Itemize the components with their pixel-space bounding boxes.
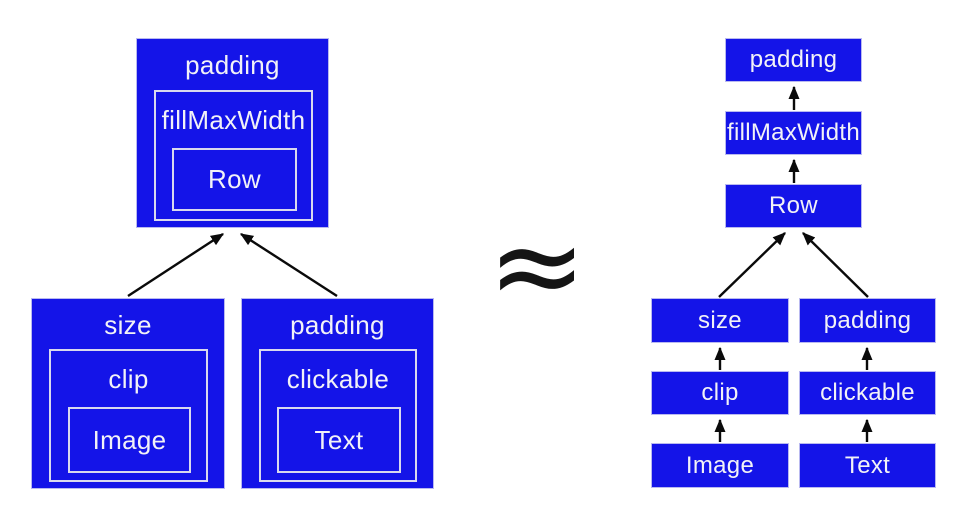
nested-box-image-label: Image	[92, 424, 167, 455]
nested-box-clip-label: clip	[108, 363, 149, 394]
nested-box-text-label: Text	[314, 424, 364, 455]
nested-box-padding-child: padding clickable Text	[241, 298, 434, 489]
nested-box-text: Text	[277, 407, 401, 473]
nested-box-image: Image	[68, 407, 191, 473]
flat-box-fillmaxwidth: fillMaxWidth	[725, 111, 862, 155]
nested-box-clickable: clickable Text	[259, 349, 417, 482]
arrow-size-to-row	[718, 232, 786, 298]
nested-box-size: size clip Image	[31, 298, 225, 489]
flat-box-text: Text	[799, 443, 936, 488]
arrow-padding-to-row	[802, 232, 869, 298]
flat-box-clickable: clickable	[799, 371, 936, 415]
flat-box-image: Image	[651, 443, 789, 488]
nested-box-size-label: size	[104, 309, 152, 340]
flat-box-padding-child: padding	[799, 298, 936, 343]
arrow-padding2-to-padding	[239, 232, 338, 298]
nested-box-clip: clip Image	[49, 349, 208, 482]
approx-equal-symbol: ≈	[487, 196, 587, 334]
arrow-size-to-padding	[127, 232, 225, 298]
flat-box-clip: clip	[651, 371, 789, 415]
nested-box-fillmaxwidth-label: fillMaxWidth	[161, 104, 306, 135]
nested-box-clickable-label: clickable	[286, 363, 390, 394]
nested-box-row-label: Row	[208, 164, 261, 194]
nested-box-fillmaxwidth: fillMaxWidth Row	[154, 90, 313, 221]
flat-box-row: Row	[725, 184, 862, 228]
nested-box-padding-root-label: padding	[185, 49, 280, 80]
nested-box-padding-child-label: padding	[290, 309, 385, 340]
flat-box-padding-root: padding	[725, 38, 862, 82]
nested-box-padding-root: padding fillMaxWidth Row	[136, 38, 329, 228]
flat-box-size: size	[651, 298, 789, 343]
nested-box-row: Row	[172, 148, 297, 211]
